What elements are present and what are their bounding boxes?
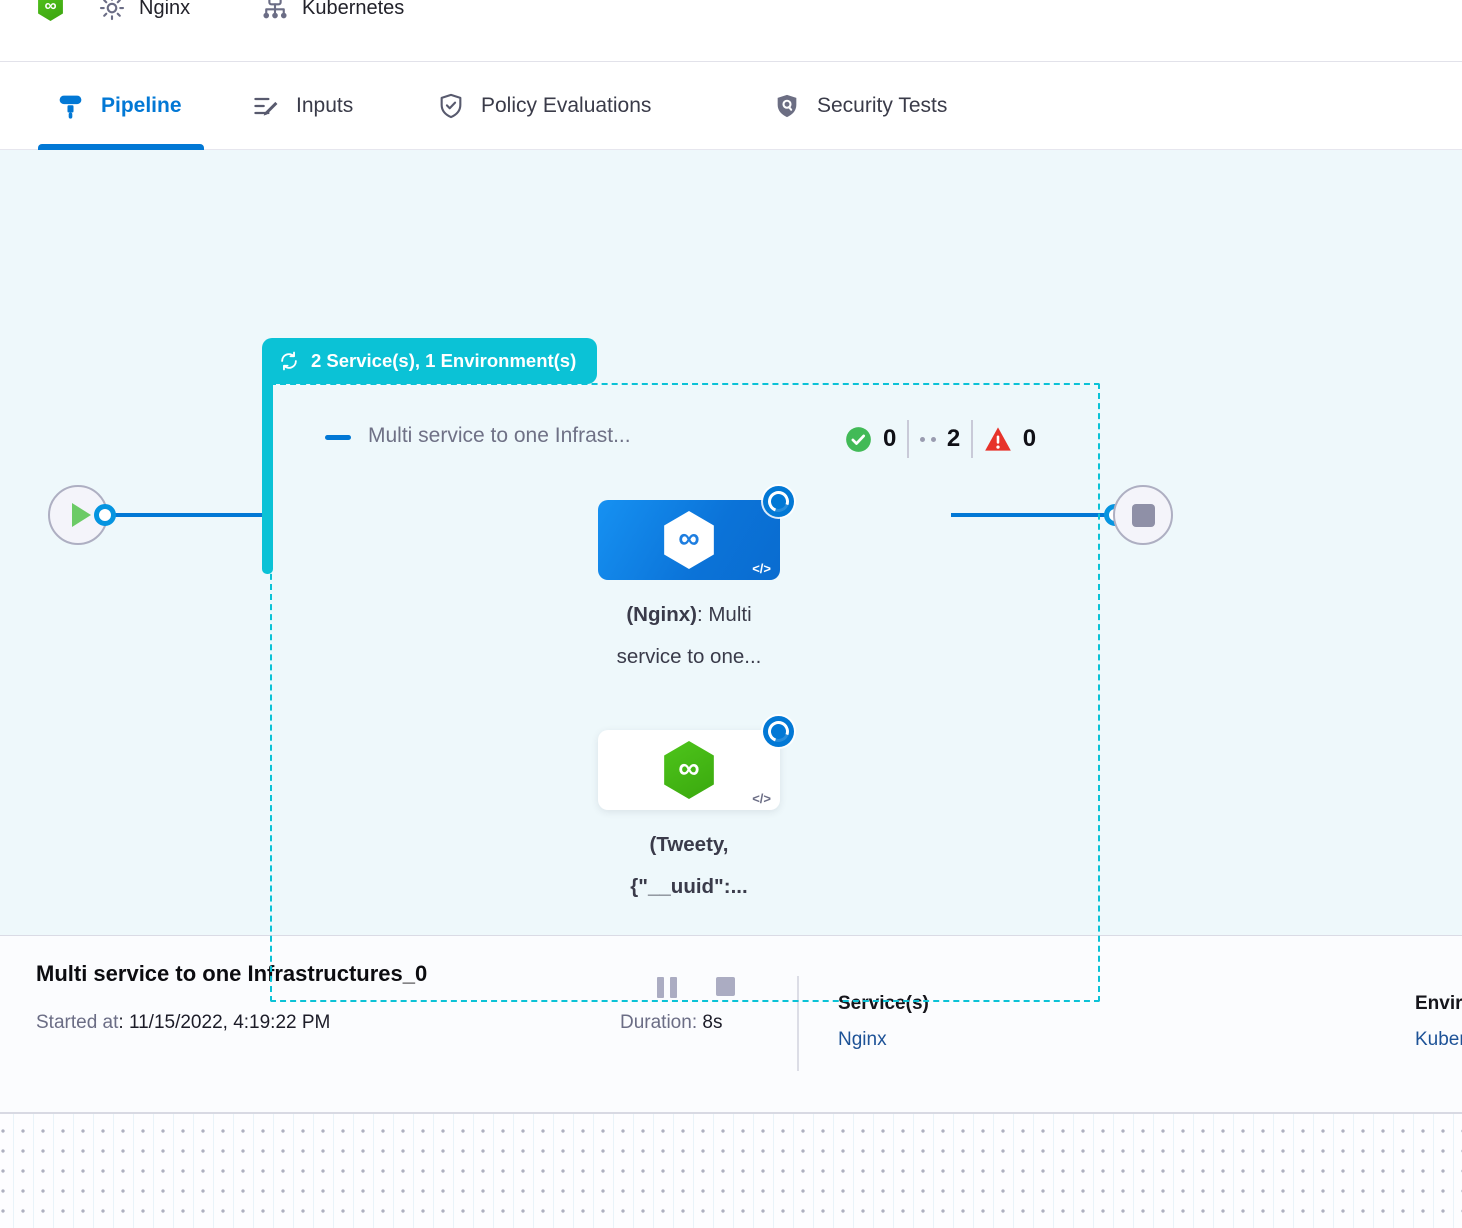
environments-label: Environment(s) [1415, 993, 1462, 1014]
start-connector-dot [94, 504, 116, 526]
environment-name: Kubernetes [302, 0, 405, 19]
footer-divider [797, 976, 799, 1071]
stage-card-nginx[interactable]: ∞ </> [598, 486, 794, 580]
tab-policy-evaluations[interactable]: Policy Evaluations [437, 63, 651, 149]
gear-icon [99, 0, 125, 21]
tab-pipeline-label: Pipeline [101, 94, 182, 117]
harness-logo-icon: ∞ [38, 0, 63, 21]
stage-status-counts: 0 2 0 [845, 420, 1036, 458]
end-node [1113, 485, 1173, 545]
pipeline-breadcrumb[interactable]: Nginx [97, 0, 190, 23]
execution-title: Multi service to one Infrastructures_0 [36, 961, 428, 986]
tab-security-tests[interactable]: Security Tests [773, 63, 947, 149]
failed-warning-icon [984, 427, 1011, 451]
edge-group-to-end [951, 513, 1123, 517]
collapse-group-button[interactable] [325, 435, 351, 440]
counts-divider [971, 420, 973, 458]
duration-value: 8s [702, 1012, 723, 1033]
failed-count: 0 [1022, 425, 1037, 452]
code-icon: </> [752, 791, 771, 806]
tab-inputs-label: Inputs [296, 94, 354, 117]
tab-policy-label: Policy Evaluations [481, 94, 652, 117]
tab-security-label: Security Tests [817, 94, 948, 117]
running-spinner-icon [763, 486, 794, 517]
running-dots-icon [919, 436, 936, 442]
duration-label: Duration: [620, 1012, 703, 1033]
services-link[interactable]: Nginx [838, 1029, 887, 1050]
stage-name-line2: service to one... [616, 645, 762, 668]
success-count: 0 [883, 425, 897, 452]
code-icon: </> [752, 561, 771, 576]
security-shield-icon [777, 94, 797, 118]
stage-group-title: Multi service to one Infrast... [368, 424, 631, 447]
tab-bar: Pipeline Inputs Policy Evaluations Secur [0, 63, 1462, 150]
shield-check-icon [440, 93, 462, 119]
counts-divider [907, 420, 909, 458]
running-count: 2 [946, 425, 961, 452]
pipeline-name: Nginx [139, 0, 191, 19]
inputs-icon [254, 97, 278, 116]
stage-name-rest: : Multi [696, 603, 752, 626]
tab-pipeline[interactable]: Pipeline [38, 63, 204, 150]
stage-label-nginx: (Nginx): Multi service to one... [524, 594, 854, 678]
services-label: Service(s) [838, 993, 929, 1014]
execution-summary-bar: Multi service to one Infrastructures_0 S… [0, 935, 1462, 1112]
abort-button[interactable] [716, 977, 735, 996]
group-left-strip [262, 360, 273, 574]
dotted-grid-panel [0, 1112, 1462, 1228]
stage-name-line1: (Tweety, [649, 833, 729, 856]
loop-icon [281, 351, 297, 371]
edge-start-to-group [113, 513, 263, 517]
header: ∞ Nginx Kubernetes [0, 0, 1462, 62]
stage-group-box [270, 383, 1100, 1002]
started-at-label: Started at [36, 1012, 119, 1033]
stage-card-tweety[interactable]: ∞ </> [598, 716, 794, 810]
pipeline-canvas[interactable]: 2 Service(s), 1 Environment(s) Multi ser… [0, 150, 1462, 1002]
stage-name-bold: (Nginx) [626, 603, 697, 626]
started-at: Started at: 11/15/2022, 4:19:22 PM [36, 1012, 330, 1034]
stage-name-line2: {"__uuid":... [630, 875, 748, 898]
environments-link[interactable]: Kubernetes [1415, 1029, 1462, 1050]
harness-stage-icon: ∞ [664, 741, 714, 799]
pipeline-icon [59, 95, 82, 119]
tab-inputs[interactable]: Inputs [252, 63, 353, 149]
active-tab-underline [38, 144, 204, 150]
services-block: Service(s) Nginx [838, 993, 929, 1051]
kubernetes-cluster-icon [263, 0, 287, 19]
running-spinner-icon [763, 716, 794, 747]
services-environments-badge[interactable]: 2 Service(s), 1 Environment(s) [262, 338, 598, 384]
pause-button[interactable] [657, 977, 677, 998]
harness-stage-icon: ∞ [664, 511, 714, 569]
duration: Duration: 8s [620, 1012, 722, 1034]
environment-breadcrumb[interactable]: Kubernetes [260, 0, 404, 23]
stop-icon [1131, 503, 1155, 527]
success-check-icon [846, 426, 871, 452]
services-environments-label: 2 Service(s), 1 Environment(s) [311, 350, 577, 371]
play-icon [71, 503, 91, 527]
environments-block: Environment(s) Kubernetes [1415, 993, 1462, 1051]
started-at-value: : 11/15/2022, 4:19:22 PM [118, 1012, 331, 1033]
stage-label-tweety: (Tweety, {"__uuid":... [524, 824, 854, 908]
